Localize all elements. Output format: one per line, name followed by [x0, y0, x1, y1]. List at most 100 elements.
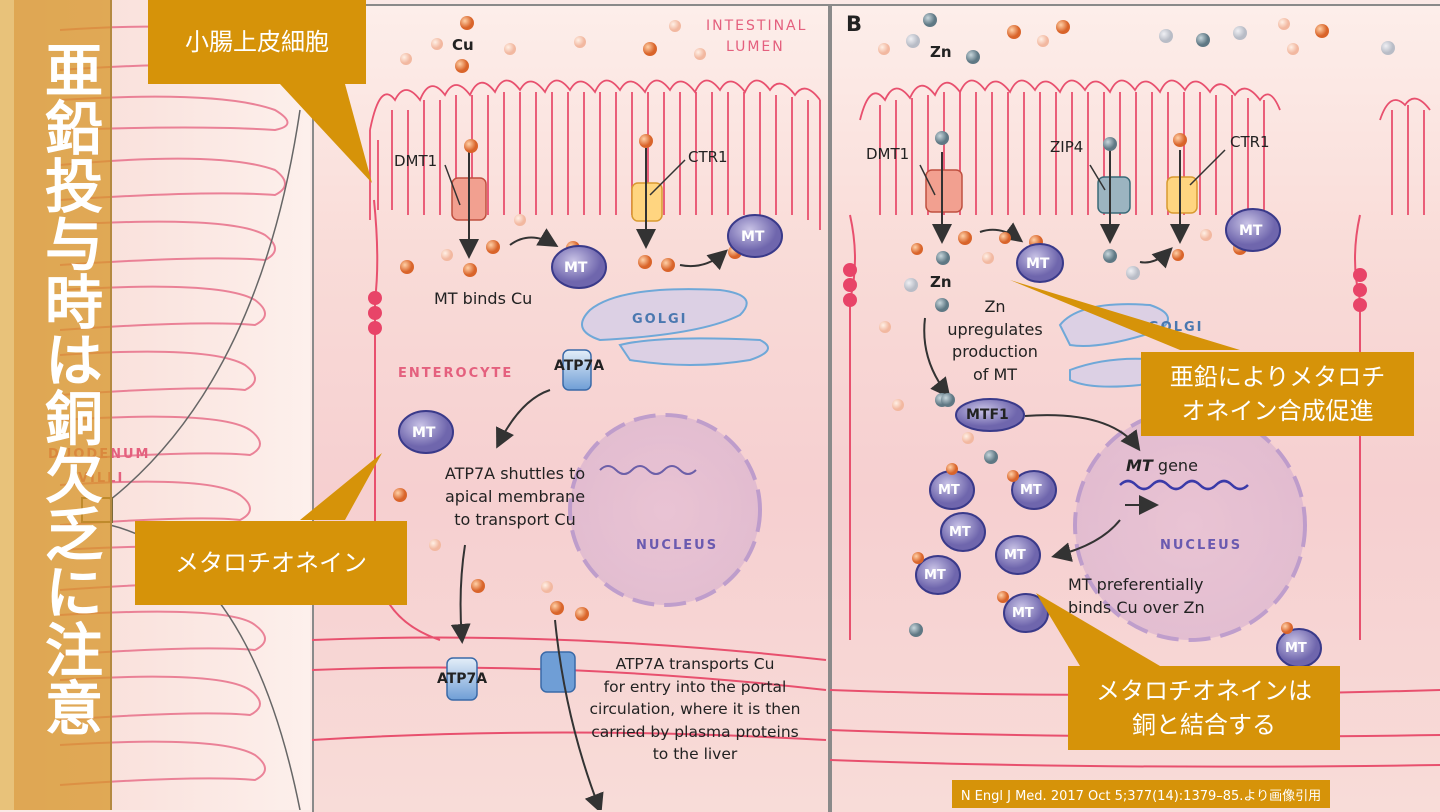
tight-junctions	[368, 263, 1367, 335]
cu-label: Cu	[452, 36, 474, 54]
callout-enterocyte: 小腸上皮細胞	[148, 0, 366, 84]
text-line: of MT	[972, 364, 1018, 384]
arrows-a	[450, 148, 728, 810]
callout-tail	[300, 453, 382, 520]
dmt1-label: DMT1	[394, 152, 438, 170]
villus-shape	[59, 350, 256, 396]
text-line: ATP7A shuttles to	[444, 464, 586, 483]
citation: N Engl J Med. 2017 Oct 5;377(14):1379–85…	[952, 780, 1330, 808]
text-line: upregulates	[947, 319, 1043, 339]
callout-tail	[1010, 280, 1240, 350]
callout-metallothionein: メタロチオネイン	[135, 521, 407, 605]
ctr1-label: CTR1	[1230, 133, 1270, 151]
zoom-lead-line	[109, 109, 301, 501]
atp7a-label: ATP7A	[437, 671, 488, 687]
arrows-b	[923, 150, 1190, 562]
zip4-transporter	[1097, 176, 1131, 214]
callout-tail	[1036, 593, 1160, 666]
enterocyte-label: ENTEROCYTE	[398, 366, 514, 381]
atp7a-transport-text: ATP7A transports Cu for entry into the p…	[570, 653, 820, 766]
panel-letter: B	[846, 12, 863, 36]
text-line: production	[952, 342, 1038, 361]
zn-label: Zn	[930, 43, 952, 61]
mt-label: MT	[1285, 641, 1307, 656]
callout-line: 銅と結合する	[1132, 711, 1276, 739]
nucleus-label: NUCLEUS	[1160, 538, 1243, 553]
text-line: ATP7A transports Cu	[615, 655, 775, 673]
zip4-label: ZIP4	[1050, 138, 1084, 156]
text-line: carried by plasma proteins	[591, 722, 799, 741]
mt-label: MT	[924, 568, 946, 583]
callout-line: メタロチオネインは	[1096, 677, 1312, 705]
atp7a-transporter-membrane	[446, 657, 478, 701]
villus-shape	[59, 675, 261, 721]
text-line: for entry into the portal	[603, 677, 787, 696]
mt-gene-label: MT gene	[1126, 456, 1198, 475]
mt-label: MT	[412, 425, 436, 441]
villus-shape	[59, 95, 289, 132]
microvilli-a	[369, 79, 821, 230]
microvilli-b	[859, 79, 1431, 215]
mt-label: MT	[1020, 483, 1042, 498]
villus-shape	[59, 285, 266, 331]
mt-label: MT	[1239, 223, 1263, 239]
golgi-label: GOLGI	[632, 312, 688, 327]
callout-mt-binds-copper: メタロチオネインは 銅と結合する	[1068, 666, 1340, 750]
zn-inner-label: Zn	[930, 273, 952, 291]
title-bar	[14, 0, 110, 810]
mt-gene-icon	[1119, 479, 1249, 491]
callout-zinc-promotes: 亜鉛によりメタロチ オネイン合成促進	[1141, 352, 1414, 436]
text-line: circulation, where it is then	[589, 700, 801, 718]
lumen-label: INTESTINAL	[706, 18, 808, 34]
villus-shape	[59, 480, 251, 526]
slide-title: 亜鉛投与時は銅欠乏に注意	[35, 40, 103, 736]
mt-label: MT	[938, 483, 960, 498]
metallothionein-proteins	[398, 208, 1322, 668]
villus-shape	[59, 610, 266, 656]
text-line: MT preferentially	[1068, 575, 1204, 594]
atp7a-label: ATP7A	[554, 358, 605, 374]
mt-label: MT	[564, 260, 588, 276]
mt-label: MT	[1026, 256, 1050, 272]
mt-gene-italic: MT	[1126, 456, 1153, 475]
text-line: to transport Cu	[454, 510, 576, 529]
villus-shape	[59, 415, 261, 461]
mt-preferentially-text: MT preferentially binds Cu over Zn	[1068, 574, 1205, 619]
title-divider	[110, 0, 112, 810]
ctr1-transporter	[1166, 176, 1198, 214]
mt-gene-rest: gene	[1152, 456, 1198, 475]
villus-shape	[59, 220, 276, 266]
nucleus-b	[1073, 408, 1307, 642]
callout-line: 亜鉛によりメタロチ	[1169, 363, 1386, 391]
villus-shape	[59, 740, 266, 786]
callout-line: オネイン合成促進	[1181, 397, 1374, 425]
text-line: apical membrane	[444, 487, 586, 506]
mt-label: MT	[949, 525, 971, 540]
golgi-a	[581, 288, 769, 366]
mt-binds-cu-label: MT binds Cu	[434, 289, 533, 308]
dmt1-label: DMT1	[866, 145, 910, 163]
ctr1-label: CTR1	[688, 148, 728, 166]
text-line: binds Cu over Zn	[1068, 597, 1205, 617]
nucleus-a	[568, 413, 762, 607]
mt-label: MT	[1012, 606, 1034, 621]
atp7a-transporter-golgi	[562, 349, 592, 391]
mt-label: MT	[1004, 548, 1026, 563]
dna-icon	[599, 465, 697, 475]
golgi-b	[1058, 303, 1169, 388]
text-line: Zn	[984, 297, 1006, 316]
mtf1-label: MTF1	[966, 407, 1009, 423]
atp7a-shuttle-text: ATP7A shuttles to apical membrane to tra…	[425, 462, 605, 531]
villus-shape	[59, 157, 286, 201]
zn-upregulates-text: Zn upregulates production of MT	[940, 296, 1050, 386]
lumen-label: LUMEN	[726, 39, 785, 55]
mt-label: MT	[741, 229, 765, 245]
copper-ions-a	[393, 16, 742, 621]
nucleus-label: NUCLEUS	[636, 538, 719, 553]
leader-lines	[444, 149, 1226, 206]
callout-tail	[280, 84, 372, 183]
dmt1-transporter	[925, 169, 963, 213]
title-edge	[0, 0, 14, 810]
text-line: to the liver	[652, 745, 738, 763]
